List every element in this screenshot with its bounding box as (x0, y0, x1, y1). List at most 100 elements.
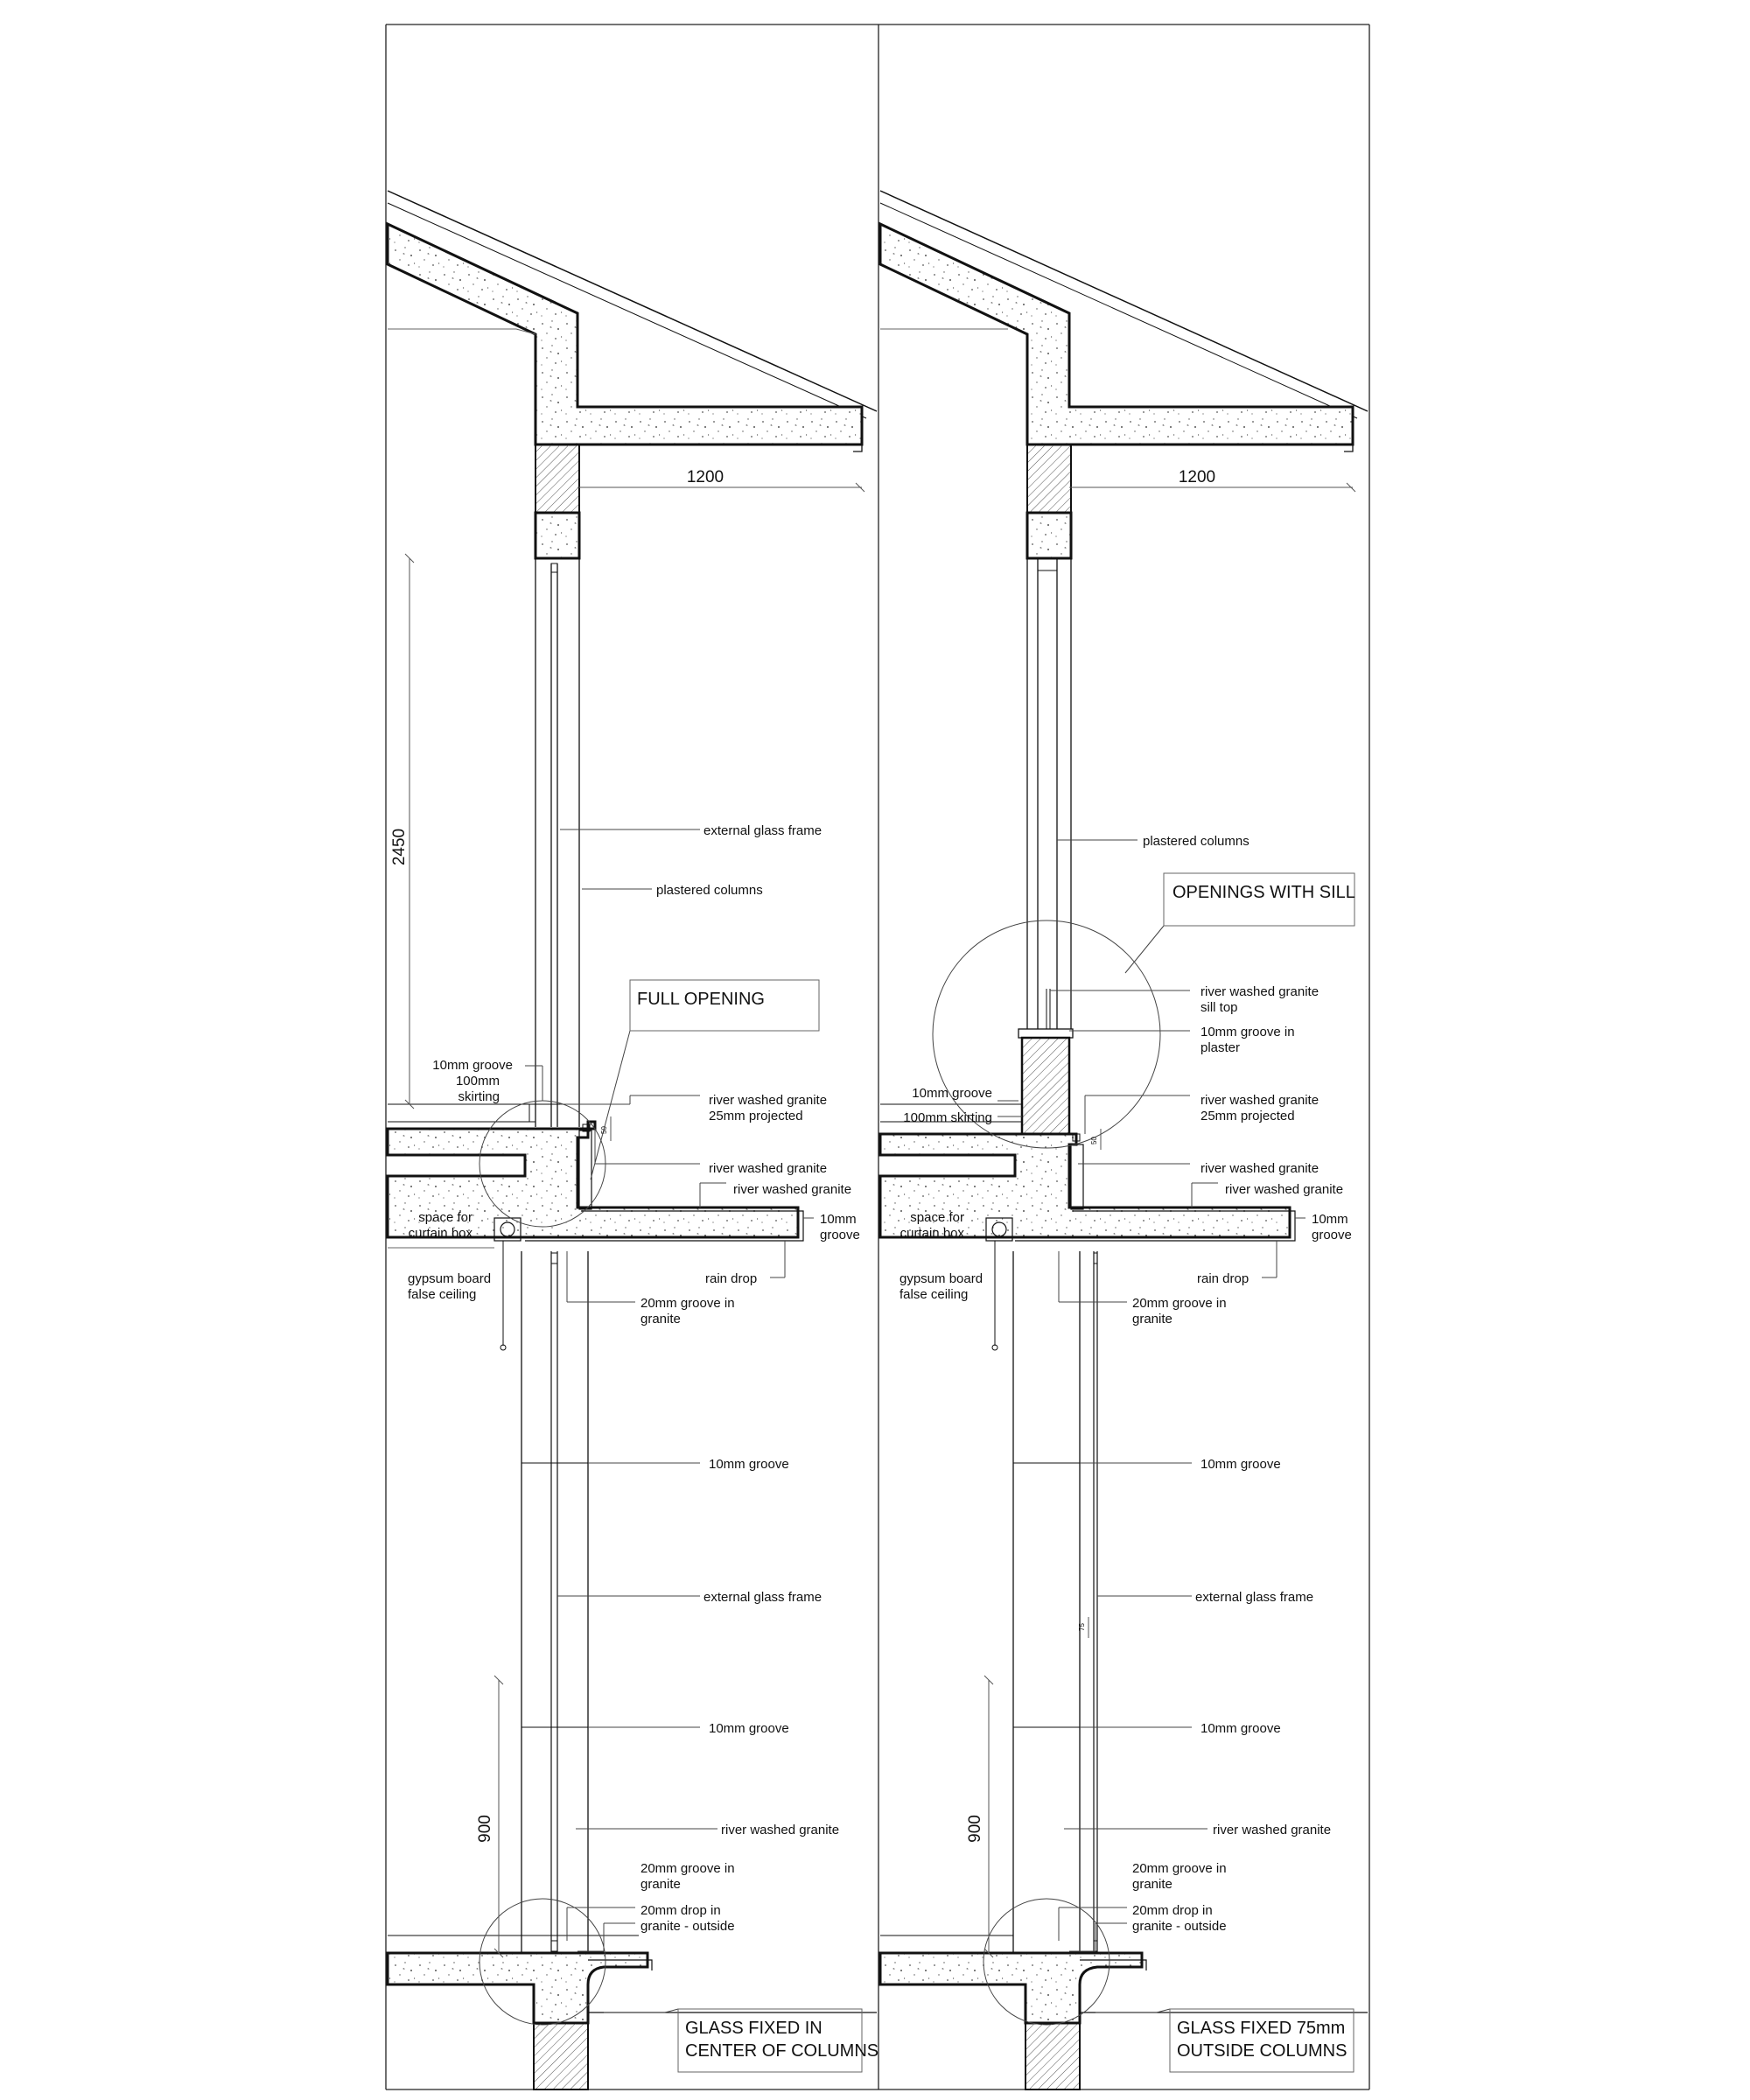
label-curtain-box-1: space for (910, 1210, 964, 1225)
label-10mm-groove-mid-a: 10mm groove (709, 1457, 789, 1472)
label-20mm-groove-low-2: granite (640, 1877, 681, 1892)
panel-full-opening (386, 190, 878, 2090)
label-curtain-box-2: curtain box (409, 1226, 473, 1241)
roof-slab (386, 190, 878, 452)
label-20mm-groove-2: granite (1132, 1312, 1172, 1326)
title-glass-outside-2: OUTSIDE COLUMNS (1177, 2041, 1347, 2061)
hatched-column-head (1026, 444, 1072, 514)
detail-circle-top (932, 920, 1161, 1149)
dimension-lines (984, 482, 1356, 1958)
roof-slab (878, 190, 1368, 452)
label-10mm-groove-mid-b: 10mm groove (709, 1721, 789, 1736)
floor-slab (386, 1103, 804, 1242)
label-rw-granite-b: river washed granite (1225, 1182, 1343, 1197)
title-glass-outside-1: GLASS FIXED 75mm (1177, 2019, 1345, 2038)
label-sill-top-1: river washed granite (1200, 984, 1319, 999)
label-gypsum-1: gypsum board (900, 1271, 983, 1286)
full-opening-box (629, 979, 820, 1032)
dimension-lines (404, 482, 865, 1958)
curtain-box (985, 1217, 1013, 1351)
detail-circle-bottom (983, 1898, 1110, 2026)
label-10mm-groove-mid-a: 10mm groove (1200, 1457, 1281, 1472)
openings-with-sill-box (1163, 872, 1355, 927)
label-plastered-columns: plastered columns (1143, 834, 1250, 849)
label-external-glass-frame-mid: external glass frame (1195, 1590, 1313, 1605)
label-20mm-drop-1: 20mm drop in (640, 1903, 721, 1918)
glass-center-box (677, 2008, 863, 2073)
dim-overhang: 1200 (1179, 468, 1215, 486)
lintel (1026, 511, 1073, 560)
dim-small: 50 (600, 1126, 608, 1134)
hatched-column-head (535, 444, 580, 514)
title-full-opening: FULL OPENING (637, 990, 765, 1009)
label-20mm-drop-2: granite - outside (640, 1919, 735, 1934)
leader-lines (525, 829, 814, 2013)
label-gypsum-1: gypsum board (408, 1271, 491, 1286)
title-glass-center-2: CENTER OF COLUMNS (685, 2041, 878, 2061)
label-10mm-groove-r2: groove (820, 1228, 860, 1242)
label-rw-projected-1: river washed granite (1200, 1093, 1319, 1108)
curtain-box (388, 1217, 522, 1351)
label-20mm-groove-1: 20mm groove in (640, 1296, 735, 1311)
label-plastered-columns: plastered columns (656, 883, 763, 898)
dim-sill: 900 (966, 1815, 984, 1843)
label-rw-granite-a: river washed granite (709, 1161, 827, 1176)
label-groove-plaster-2: plaster (1200, 1040, 1240, 1055)
label-curtain-box-2: curtain box (900, 1226, 965, 1241)
label-20mm-groove-low-1: 20mm groove in (640, 1861, 735, 1876)
lintel (534, 511, 581, 560)
label-rain-drop: rain drop (1197, 1271, 1249, 1286)
label-gypsum-2: false ceiling (408, 1287, 476, 1302)
label-20mm-drop-2: granite - outside (1132, 1919, 1227, 1934)
label-gypsum-2: false ceiling (900, 1287, 968, 1302)
right-labels: 1200 900 50 75 plastered columns OPENING… (900, 468, 1355, 2061)
leader-lines (998, 839, 1306, 2013)
label-rw-projected-1: river washed granite (709, 1093, 827, 1108)
label-20mm-groove-2: granite (640, 1312, 681, 1326)
label-rw-granite-a: river washed granite (1200, 1161, 1319, 1176)
label-external-glass-frame: external glass frame (704, 823, 822, 838)
label-20mm-groove-1: 20mm groove in (1132, 1296, 1227, 1311)
granite-sill (1018, 1028, 1074, 1039)
detail-circle-bottom (479, 1898, 606, 2026)
label-10mm-groove: 10mm groove (432, 1058, 513, 1073)
lower-column (521, 1251, 589, 1953)
label-20mm-groove-low-1: 20mm groove in (1132, 1861, 1227, 1876)
label-rw-granite-b: river washed granite (733, 1182, 851, 1197)
label-10mm-groove-mid-b: 10mm groove (1200, 1721, 1281, 1736)
label-sill-top-2: sill top (1200, 1000, 1238, 1015)
left-labels: 1200 2450 900 50 external glass frame pl… (390, 468, 878, 2061)
panel-openings-with-sill (878, 190, 1368, 2090)
upper-column (1026, 558, 1072, 1029)
label-external-glass-frame-mid: external glass frame (704, 1590, 822, 1605)
title-glass-center-1: GLASS FIXED IN (685, 2019, 822, 2038)
label-groove-plaster-1: 10mm groove in (1200, 1025, 1295, 1040)
lower-column (1012, 1251, 1098, 1953)
base-slab (878, 1935, 1368, 2090)
label-20mm-drop-1: 20mm drop in (1132, 1903, 1213, 1918)
label-curtain-box-1: space for (418, 1210, 472, 1225)
dim-overhang: 1200 (687, 468, 724, 486)
dim-small: 50 (1090, 1137, 1098, 1144)
label-10mm-groove-r1: 10mm (1312, 1212, 1348, 1227)
label-rw-granite-low: river washed granite (721, 1823, 839, 1838)
label-20mm-groove-low-2: granite (1132, 1877, 1172, 1892)
label-rw-projected-2: 25mm projected (1200, 1109, 1295, 1124)
base-slab (386, 1935, 877, 2090)
label-10mm-groove-r1: 10mm (820, 1212, 857, 1227)
glass-outside-box (1169, 2008, 1354, 2073)
label-skirting: 100mm skirting (903, 1110, 992, 1125)
label-skirting-line2: skirting (458, 1089, 500, 1104)
label-10mm-groove-r2: groove (1312, 1228, 1352, 1242)
title-openings-with-sill: OPENINGS WITH SILL (1172, 883, 1355, 902)
label-10mm-groove: 10mm groove (912, 1086, 992, 1101)
dim-75: 75 (1078, 1623, 1086, 1631)
floor-slab (878, 1103, 1296, 1242)
sill-wall (1020, 1036, 1071, 1136)
dim-height: 2450 (390, 829, 409, 865)
upper-column (528, 558, 580, 1127)
label-rain-drop: rain drop (705, 1271, 757, 1286)
label-skirting-line1: 100mm (456, 1074, 500, 1088)
dim-sill: 900 (476, 1815, 494, 1843)
